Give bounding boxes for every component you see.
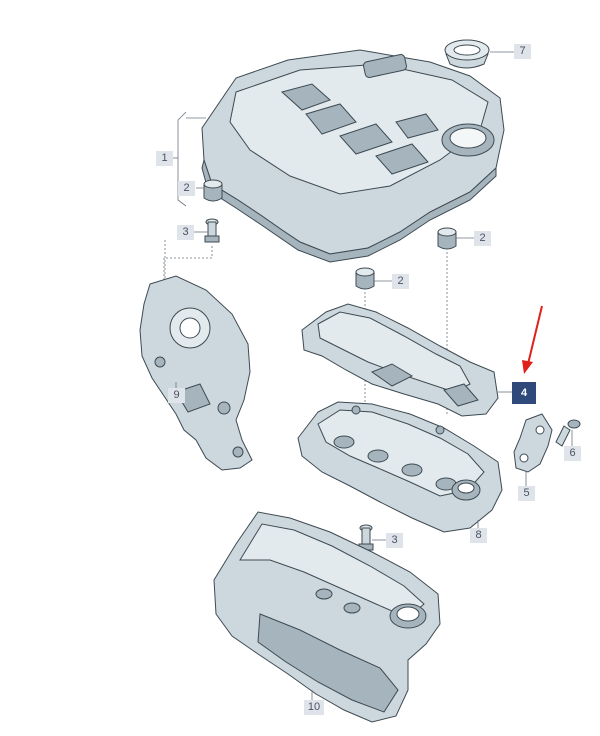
cylinder-head-cover <box>297 401 503 533</box>
callout-3: 3 <box>386 533 403 548</box>
callout-3: 3 <box>177 225 194 240</box>
callout-10: 10 <box>304 700 324 715</box>
callout-6: 6 <box>564 446 581 461</box>
callout-2: 2 <box>392 274 409 289</box>
filler-cap <box>444 39 514 69</box>
callout-9: 9 <box>168 388 185 403</box>
callout-5: 5 <box>518 486 535 501</box>
leader-dash <box>163 246 213 280</box>
intake-manifold <box>213 511 441 723</box>
stud-bolt <box>358 524 386 551</box>
callout-4: 4 <box>512 382 536 404</box>
timing-bracket <box>139 275 253 471</box>
engine-cover <box>201 49 505 263</box>
support-bracket <box>513 413 553 486</box>
rubber-mount <box>196 179 223 202</box>
highlight-arrow <box>522 305 543 374</box>
bolt <box>555 419 581 447</box>
rubber-mount <box>355 267 392 404</box>
insulation-pad <box>301 303 512 417</box>
callout-2: 2 <box>474 231 491 246</box>
callout-7: 7 <box>514 44 531 59</box>
callout-1: 1 <box>156 151 173 166</box>
callout-8: 8 <box>470 528 487 543</box>
stud-bolt <box>194 218 220 243</box>
callout-2: 2 <box>178 181 195 196</box>
group-bracket <box>177 111 187 207</box>
